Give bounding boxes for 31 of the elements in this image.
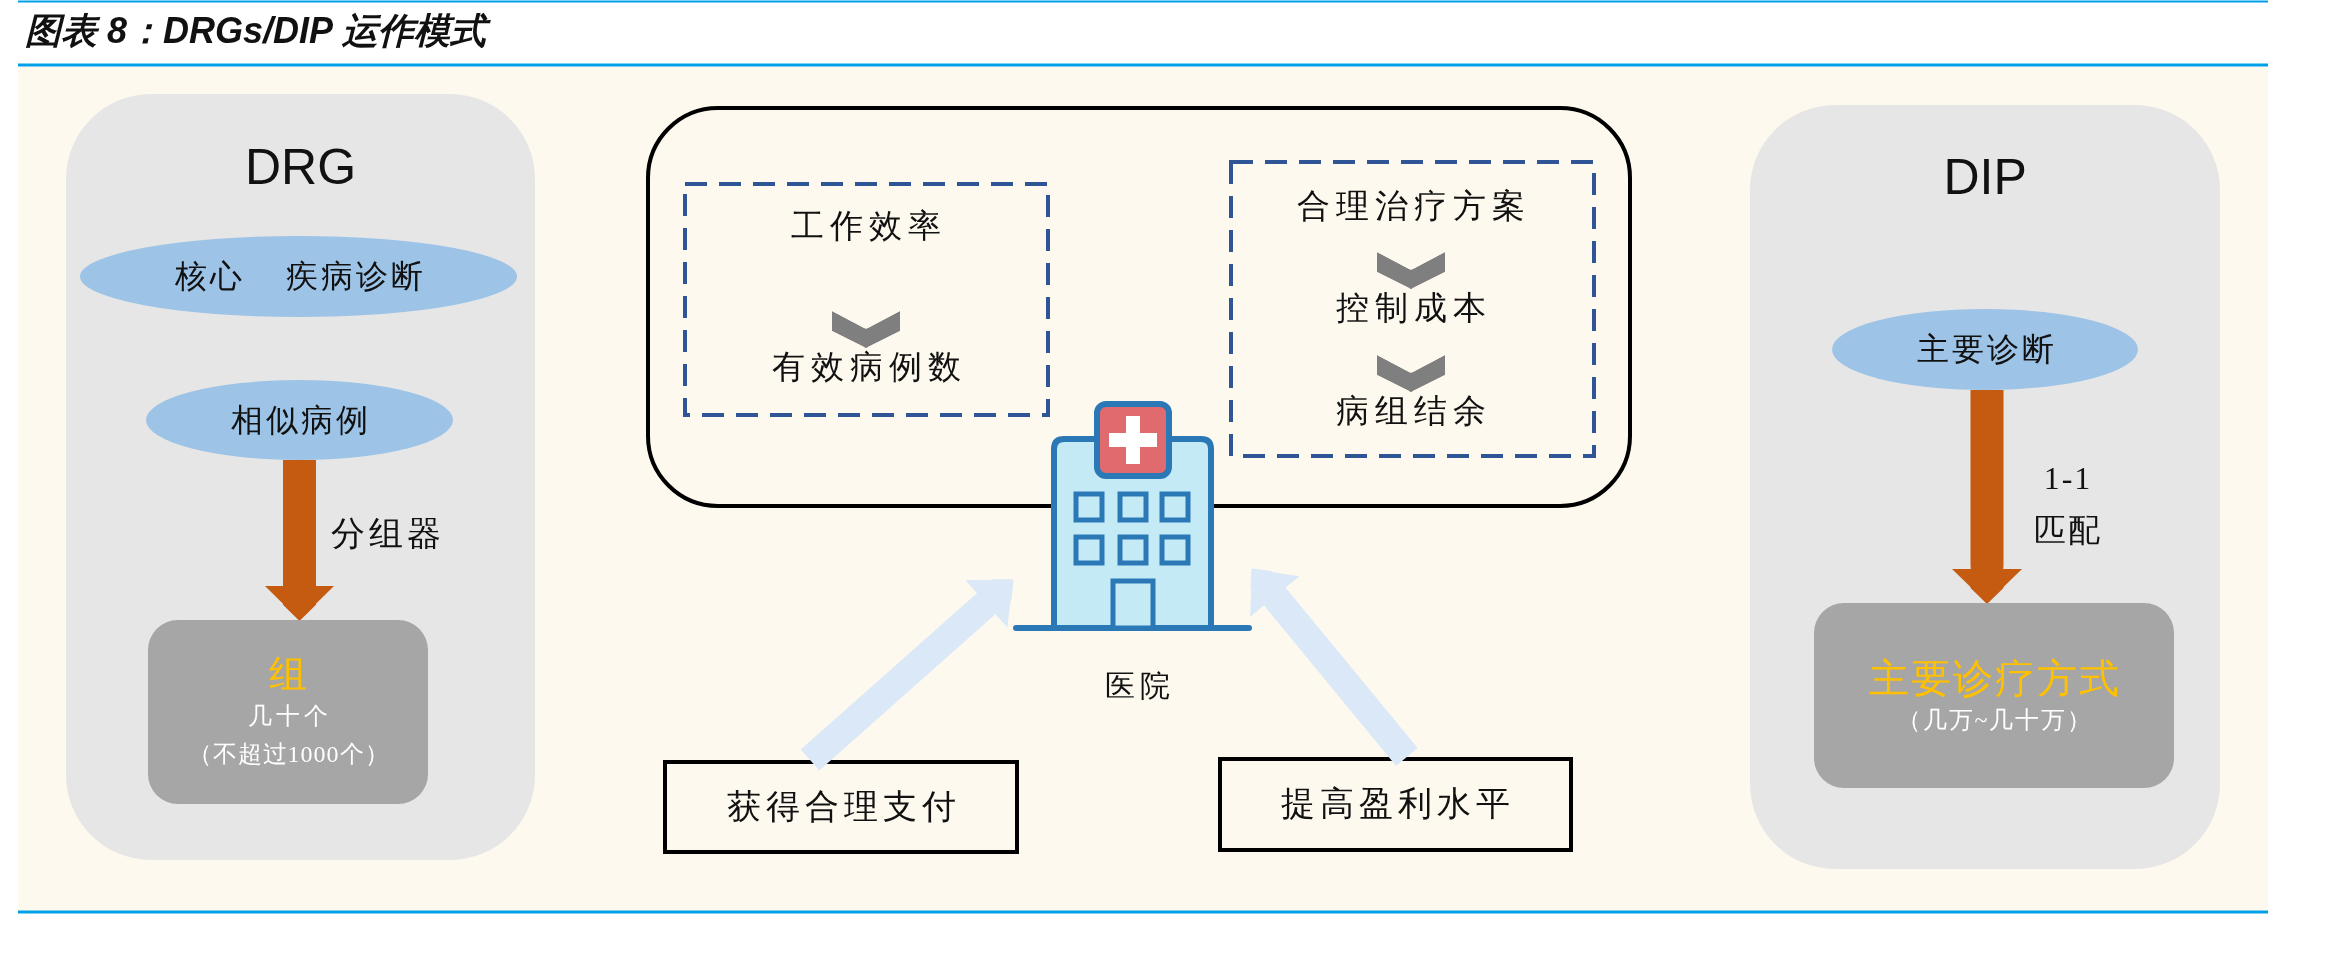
goal-text: 获得合理支付 [725,786,961,827]
ellipse-text: 相似病例 [230,400,371,440]
block-arrow [800,579,1014,771]
ellipse-text: 核心 [173,257,245,296]
outlined-frame [1218,757,1573,852]
block-arrow [1952,390,2022,603]
step-text: 病组结余 [1330,392,1492,432]
rounded-box [1814,603,2174,788]
rounded-panel [66,94,535,860]
step-text: 控制成本 [1330,289,1492,329]
step-text: 工作效率 [785,207,947,247]
rounded-panel [1750,105,2220,869]
goal-text: 提高盈利水平 [1280,784,1515,825]
rounded-box [148,620,428,804]
block-arrow [1249,568,1418,766]
step-text: 有效病例数 [765,348,967,388]
icon-caption: 医院 [1103,668,1175,704]
panel-heading: DRG [245,138,357,197]
category-heading: 主要诊疗方式 [1868,654,2121,703]
panel-heading: DIP [1943,148,2027,207]
figure-title: 图表 8：DRGs/DIP 运作模式 [22,6,498,57]
category-heading: 组 [269,652,307,697]
ellipse-text: 疾病诊断 [284,257,426,296]
outlined-frame [663,760,1019,854]
rounded-frame [646,106,1632,508]
count-text: （不超过1000个） [186,740,390,769]
step-text: 合理治疗方案 [1291,187,1531,227]
ellipse-text: 主要诊断 [1915,330,2057,369]
count-text: （几万~几十万） [1895,705,2094,735]
count-text: 几十个 [247,702,332,731]
block-arrow [265,460,334,620]
